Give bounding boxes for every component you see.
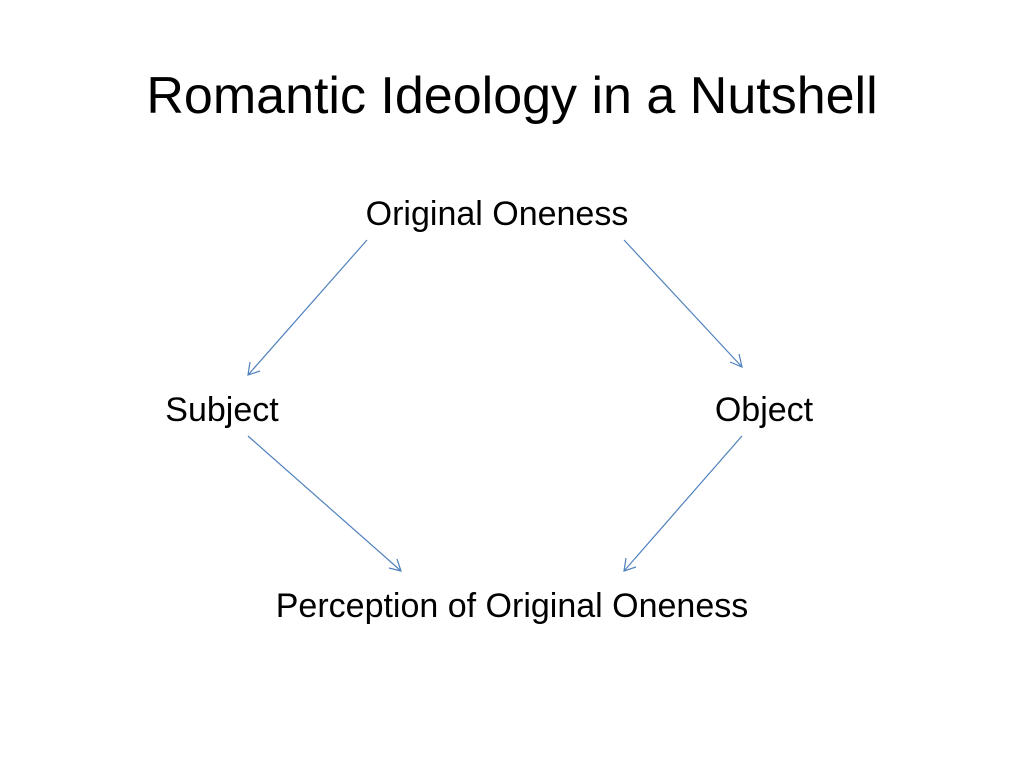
- slide-title: Romantic Ideology in a Nutshell: [146, 67, 878, 125]
- arrow-oneness-to-object: [623, 239, 743, 369]
- node-perception: Perception of Original Oneness: [275, 587, 749, 625]
- arrow-subject-to-perception: [247, 435, 402, 572]
- arrow-oneness-to-subject: [247, 239, 368, 376]
- node-subject: Subject: [165, 391, 279, 429]
- node-original-oneness: Original Oneness: [365, 195, 629, 233]
- arrow-object-to-perception: [623, 435, 743, 572]
- node-object: Object: [714, 391, 814, 429]
